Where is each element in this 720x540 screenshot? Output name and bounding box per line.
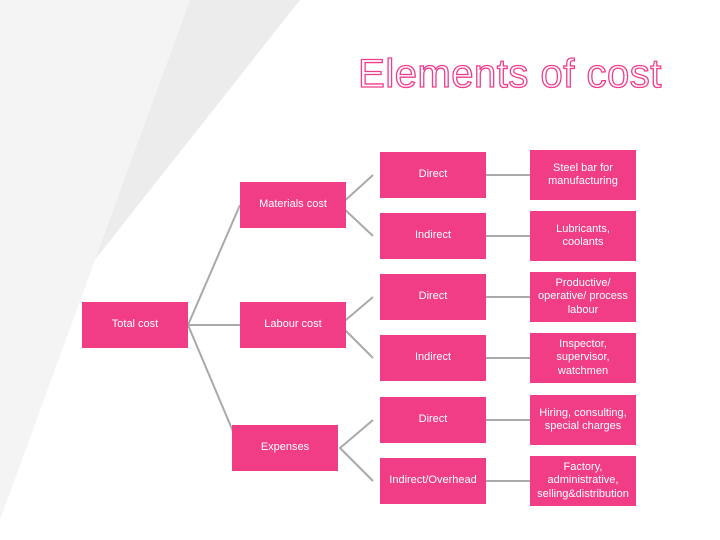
node-label: Direct	[418, 413, 448, 426]
node-expenses: Expenses	[232, 425, 338, 471]
node-label: Hiring, consulting, special charges	[539, 406, 627, 432]
node-example-productive-labour: Productive/ operative/ process labour	[530, 272, 636, 322]
connector-expenses-types	[338, 419, 374, 482]
node-label: Total cost	[111, 318, 159, 331]
node-label: Indirect	[414, 229, 452, 242]
page-title: Elements of cost	[358, 51, 662, 96]
node-example-steel-bar: Steel bar for manufacturing	[530, 150, 636, 200]
node-example-factory: Factory, administrative, selling&distrib…	[530, 456, 636, 506]
node-label: Lubricants, coolants	[556, 222, 610, 248]
node-labour-direct: Direct	[380, 274, 486, 320]
node-example-inspector: Inspector, supervisor, watchmen	[530, 333, 636, 383]
node-expenses-direct: Direct	[380, 397, 486, 443]
node-label: Inspector, supervisor, watchmen	[556, 338, 610, 377]
node-label: Productive/ operative/ process labour	[538, 277, 628, 316]
node-label: Indirect/Overhead	[389, 474, 477, 487]
connector-root-materials	[187, 204, 241, 326]
node-example-lubricants: Lubricants, coolants	[530, 211, 636, 261]
node-materials-direct: Direct	[380, 152, 486, 198]
node-label: Indirect	[414, 351, 452, 364]
node-label: Materials cost	[259, 198, 327, 211]
node-label: Expenses	[260, 441, 310, 454]
node-labour-indirect: Indirect	[380, 335, 486, 381]
node-label: Direct	[418, 290, 448, 303]
node-example-hiring: Hiring, consulting, special charges	[530, 395, 636, 445]
node-label: Direct	[418, 168, 448, 181]
node-expenses-indirect: Indirect/Overhead	[380, 458, 486, 504]
node-materials-cost: Materials cost	[240, 182, 346, 228]
node-label: Factory, administrative, selling&distrib…	[537, 461, 629, 500]
node-materials-indirect: Indirect	[380, 213, 486, 259]
node-label: Steel bar for manufacturing	[548, 161, 618, 187]
node-total-cost: Total cost	[82, 302, 188, 348]
node-label: Labour cost	[264, 318, 322, 331]
node-labour-cost: Labour cost	[240, 302, 346, 348]
